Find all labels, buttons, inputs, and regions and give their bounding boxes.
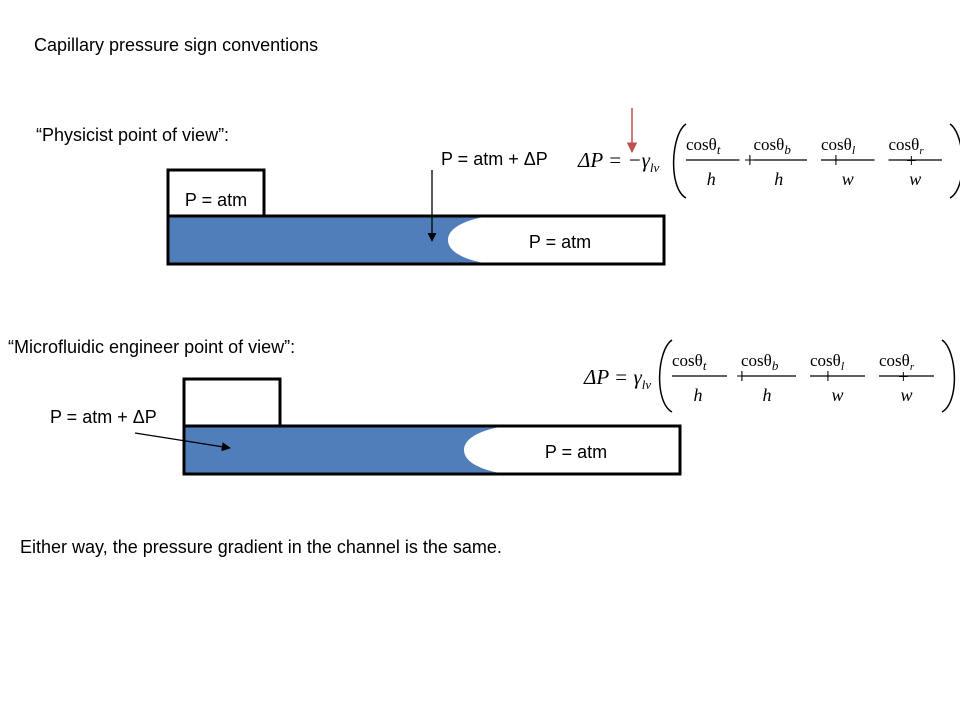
engineer-eq-lparen: [658, 339, 673, 413]
engineer-inlet-label: P = atm + ΔP: [50, 407, 157, 427]
svg-text:cosθr: cosθr: [879, 351, 915, 373]
physicist-eq-lhs: ΔP = −γ: [577, 148, 651, 172]
engineer-eq-sub: lv: [642, 377, 652, 392]
engineer-term1-num: cosθ: [672, 351, 703, 370]
page-title: Capillary pressure sign conventions: [34, 35, 319, 55]
engineer-eq-lhs: ΔP = γ: [583, 365, 642, 389]
svg-text:cosθt: cosθt: [672, 351, 707, 373]
physicist-term1-sub: t: [717, 142, 721, 157]
engineer-term2-den: h: [763, 385, 772, 405]
physicist-eq-lparen: [672, 123, 687, 199]
physicist-term4-sub: r: [919, 145, 924, 157]
physicist-term2-den: h: [774, 169, 783, 189]
physicist-eq-sub: lv: [650, 160, 660, 175]
physicist-reservoir-label: P = atm: [185, 190, 247, 210]
svg-text:+: +: [906, 151, 917, 172]
svg-text:cosθb: cosθb: [741, 351, 779, 373]
svg-text:+: +: [744, 148, 756, 172]
engineer-equation: ΔP = γlv cosθt h + cosθb h + cosθl w +: [583, 339, 956, 413]
engineer-term2-num: cosθ: [741, 351, 772, 370]
engineer-term1-den: h: [694, 385, 703, 405]
physicist-reservoir: [166, 168, 266, 216]
svg-text:cosθt: cosθt: [686, 135, 721, 157]
svg-text:+: +: [898, 367, 909, 388]
physicist-term2-num: cosθ: [754, 135, 785, 154]
physicist-eq-rparen: [949, 123, 960, 199]
engineer-eq-rparen: [941, 339, 956, 413]
physicist-term3-num: cosθ: [821, 135, 852, 154]
engineer-term4-den: w: [901, 385, 913, 405]
physicist-heading: “Physicist point of view”:: [36, 125, 230, 145]
engineer-term3-den: w: [832, 385, 844, 405]
physicist-term1-num: cosθ: [686, 135, 717, 154]
physicist-outlet-label: P = atm: [529, 232, 591, 252]
svg-text:cosθl: cosθl: [821, 135, 856, 157]
engineer-inlet-arrow: [134, 432, 231, 452]
engineer-outlet-label: P = atm: [545, 442, 607, 462]
engineer-term4-num: cosθ: [879, 351, 910, 370]
physicist-term4-den: w: [909, 169, 921, 189]
engineer-reservoir: [182, 377, 282, 426]
engineer-term4-sub: r: [910, 361, 915, 373]
physicist-term3-sub: l: [852, 143, 856, 157]
physicist-term1-den: h: [707, 169, 716, 189]
engineer-term3-sub: l: [841, 359, 845, 373]
engineer-term3-num: cosθ: [810, 351, 841, 370]
physicist-equation: ΔP = −γlv cosθt h + cosθb h + cosθl w +: [577, 123, 960, 199]
svg-text:cosθb: cosθb: [754, 135, 792, 157]
physicist-interface-label: P = atm + ΔP: [441, 149, 548, 169]
physicist-term4-num: cosθ: [889, 135, 920, 154]
engineer-heading: “Microfluidic engineer point of view”:: [8, 337, 296, 357]
conclusion-text: Either way, the pressure gradient in the…: [20, 537, 502, 557]
svg-text:cosθl: cosθl: [810, 351, 845, 373]
svg-text:cosθr: cosθr: [889, 135, 925, 157]
engineer-channel: P = atm P = atm + ΔP: [50, 377, 682, 476]
engineer-term1-sub: t: [703, 358, 707, 373]
svg-text:ΔP = γlv: ΔP = γlv: [583, 365, 651, 392]
physicist-channel: P = atm P = atm P = atm + ΔP: [166, 108, 666, 266]
engineer-term2-sub: b: [772, 358, 779, 373]
svg-text:ΔP = −γlv: ΔP = −γlv: [577, 148, 660, 175]
engineer-fluid: [185, 427, 497, 473]
physicist-fluid: [169, 217, 481, 263]
physicist-term2-sub: b: [784, 142, 791, 157]
physicist-term3-den: w: [842, 169, 854, 189]
